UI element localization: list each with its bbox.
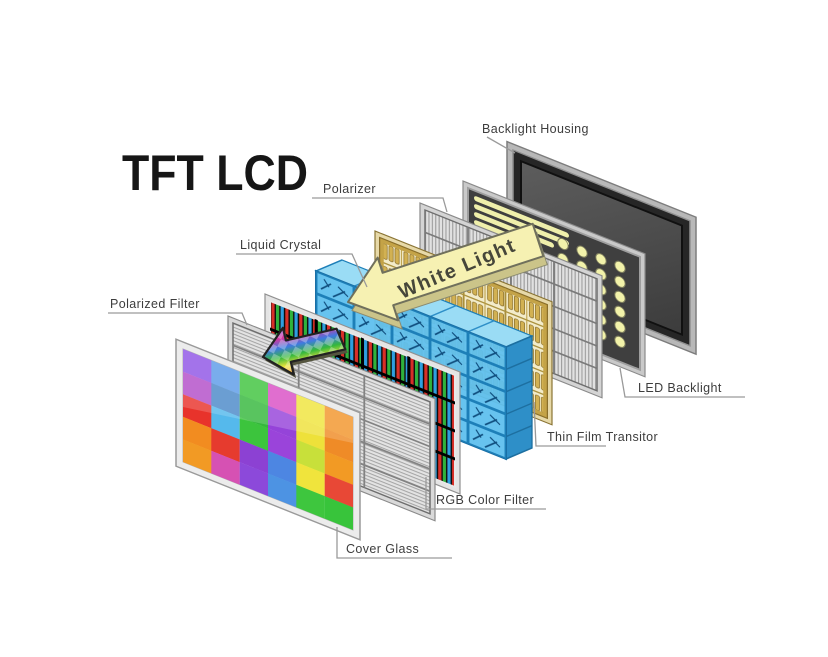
label-led-backlight: LED Backlight xyxy=(638,381,722,395)
leader-rgb-color-filter xyxy=(425,477,546,510)
label-polarized-filter: Polarized Filter xyxy=(110,297,200,311)
label-thin-film-transistor: Thin Film Transitor xyxy=(547,430,658,444)
lc-right-shelf-lines xyxy=(505,357,533,438)
cover-glass-sheen xyxy=(183,349,353,443)
leader-polarized-filter xyxy=(108,312,248,326)
rgb-light-arrow-outline xyxy=(261,326,347,376)
labels-layer: Backlight Housing Polarizer Liquid Cryst… xyxy=(108,122,745,559)
label-backlight-housing: Backlight Housing xyxy=(482,122,589,136)
leader-thin-film-transistor xyxy=(533,401,606,447)
lc-right-slab xyxy=(505,334,533,461)
leader-cover-glass xyxy=(336,527,452,559)
page-title: TFT LCD xyxy=(122,145,308,201)
rgb-light-arrow xyxy=(261,326,348,379)
leader-backlight-housing xyxy=(486,136,516,154)
label-rgb-color-filter: RGB Color Filter xyxy=(436,493,534,507)
leader-liquid-crystal xyxy=(236,253,368,288)
leader-led-backlight xyxy=(619,367,745,398)
white-light-arrow-body xyxy=(347,222,545,322)
label-liquid-crystal: Liquid Crystal xyxy=(240,238,321,252)
label-cover-glass: Cover Glass xyxy=(346,542,419,556)
label-polarizer: Polarizer xyxy=(323,182,376,196)
leader-polarizer xyxy=(312,197,448,213)
cover-glass-pixel-grid xyxy=(183,349,353,530)
panel-cover-glass xyxy=(175,338,361,541)
